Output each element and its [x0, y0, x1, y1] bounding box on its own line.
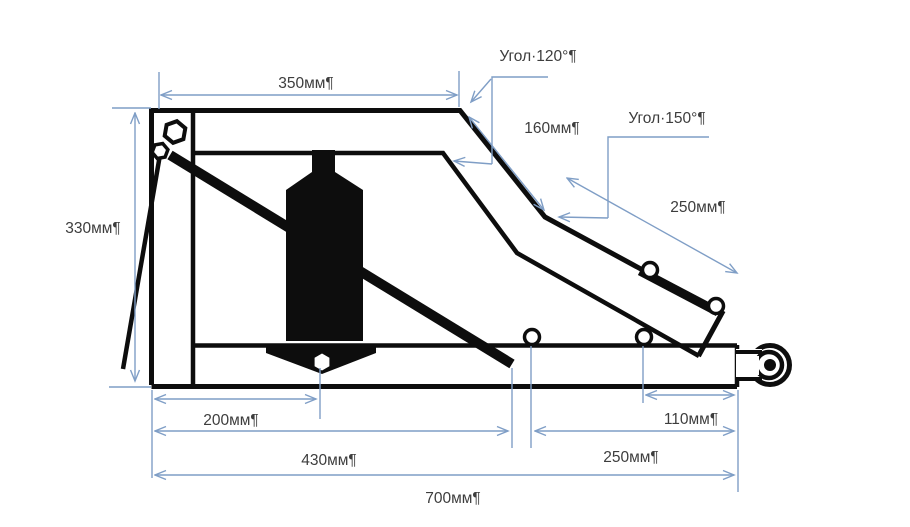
jack-base-bolt-icon: [314, 353, 330, 371]
dim-110-label: 110мм¶: [664, 411, 718, 428]
dim-430-label: 430мм¶: [301, 452, 357, 469]
dim-250-upper-label: 250мм¶: [670, 199, 726, 216]
wheel-fork-inner-fill: [737, 356, 759, 375]
dim-160-label: 160мм¶: [524, 120, 580, 137]
hole-sloped-beam-lower: [706, 296, 726, 316]
dimension-labels: 350мм¶ Угол·120°¶ 160мм¶ Угол·150°¶ 250м…: [65, 48, 726, 507]
post-bolt-small-icon: [150, 141, 170, 161]
hole-sloped-beam-upper: [640, 260, 660, 280]
dim-250-lower-label: 250мм¶: [603, 449, 659, 466]
wheel-hub-icon: [764, 359, 776, 371]
dim-250-upper-line: [567, 178, 737, 273]
dim-700-label: 700мм¶: [425, 490, 481, 507]
dim-200-label: 200мм¶: [203, 412, 259, 429]
bottle-jack: [266, 150, 376, 374]
hole-bottom-beam-left: [522, 327, 542, 347]
dim-350-label: 350мм¶: [278, 75, 334, 92]
left-thin-lever: [120, 148, 164, 370]
angle-150-label: Угол·150°¶: [628, 110, 705, 127]
dim-160-line: [469, 117, 544, 210]
post-bolt-large-icon: [162, 118, 188, 146]
caster-wheel: [736, 343, 792, 387]
dimension-lines: [109, 71, 739, 492]
angle-120-label: Угол·120°¶: [499, 48, 576, 65]
angle-150-arrow: [557, 212, 609, 223]
jack-body: [286, 150, 363, 341]
dim-330-label: 330мм¶: [65, 220, 121, 237]
hole-bottom-beam-right: [634, 327, 654, 347]
angle-120-arrow-outer: [469, 78, 492, 104]
